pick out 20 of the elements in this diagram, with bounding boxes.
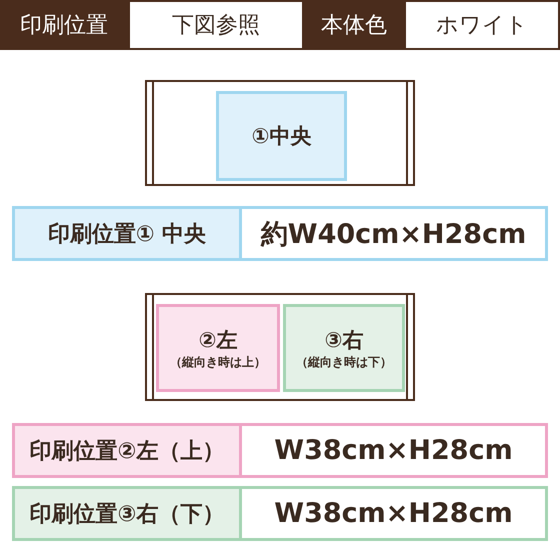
print-area-box [216, 91, 347, 181]
table-cell: W38cm×H28cm [239, 423, 548, 478]
table-cell: 印刷位置②左（上） [12, 423, 242, 478]
area-note: （縦向き時は上） [170, 354, 266, 370]
table-cell: 下図参照 [128, 0, 304, 50]
table-cell: W38cm×H28cm [239, 486, 548, 541]
towel-outline [145, 80, 415, 186]
area-note: （縦向き時は下） [296, 354, 392, 370]
print-area-box [283, 304, 405, 392]
towel-outline [145, 293, 415, 401]
print-area-box [156, 304, 280, 392]
area-label: ③右 [324, 326, 364, 354]
table-cell: 印刷位置③右（下） [12, 486, 242, 541]
table-cell: 本体色 [304, 0, 404, 50]
table-cell: 印刷位置 [0, 0, 128, 50]
table-cell: ホワイト [404, 0, 560, 50]
table-cell: 印刷位置① 中央 [12, 206, 242, 261]
table-cell: 約W40cm×H28cm [239, 206, 548, 261]
area-label: ②左 [198, 326, 238, 354]
area-label: ①中央 [252, 123, 312, 150]
